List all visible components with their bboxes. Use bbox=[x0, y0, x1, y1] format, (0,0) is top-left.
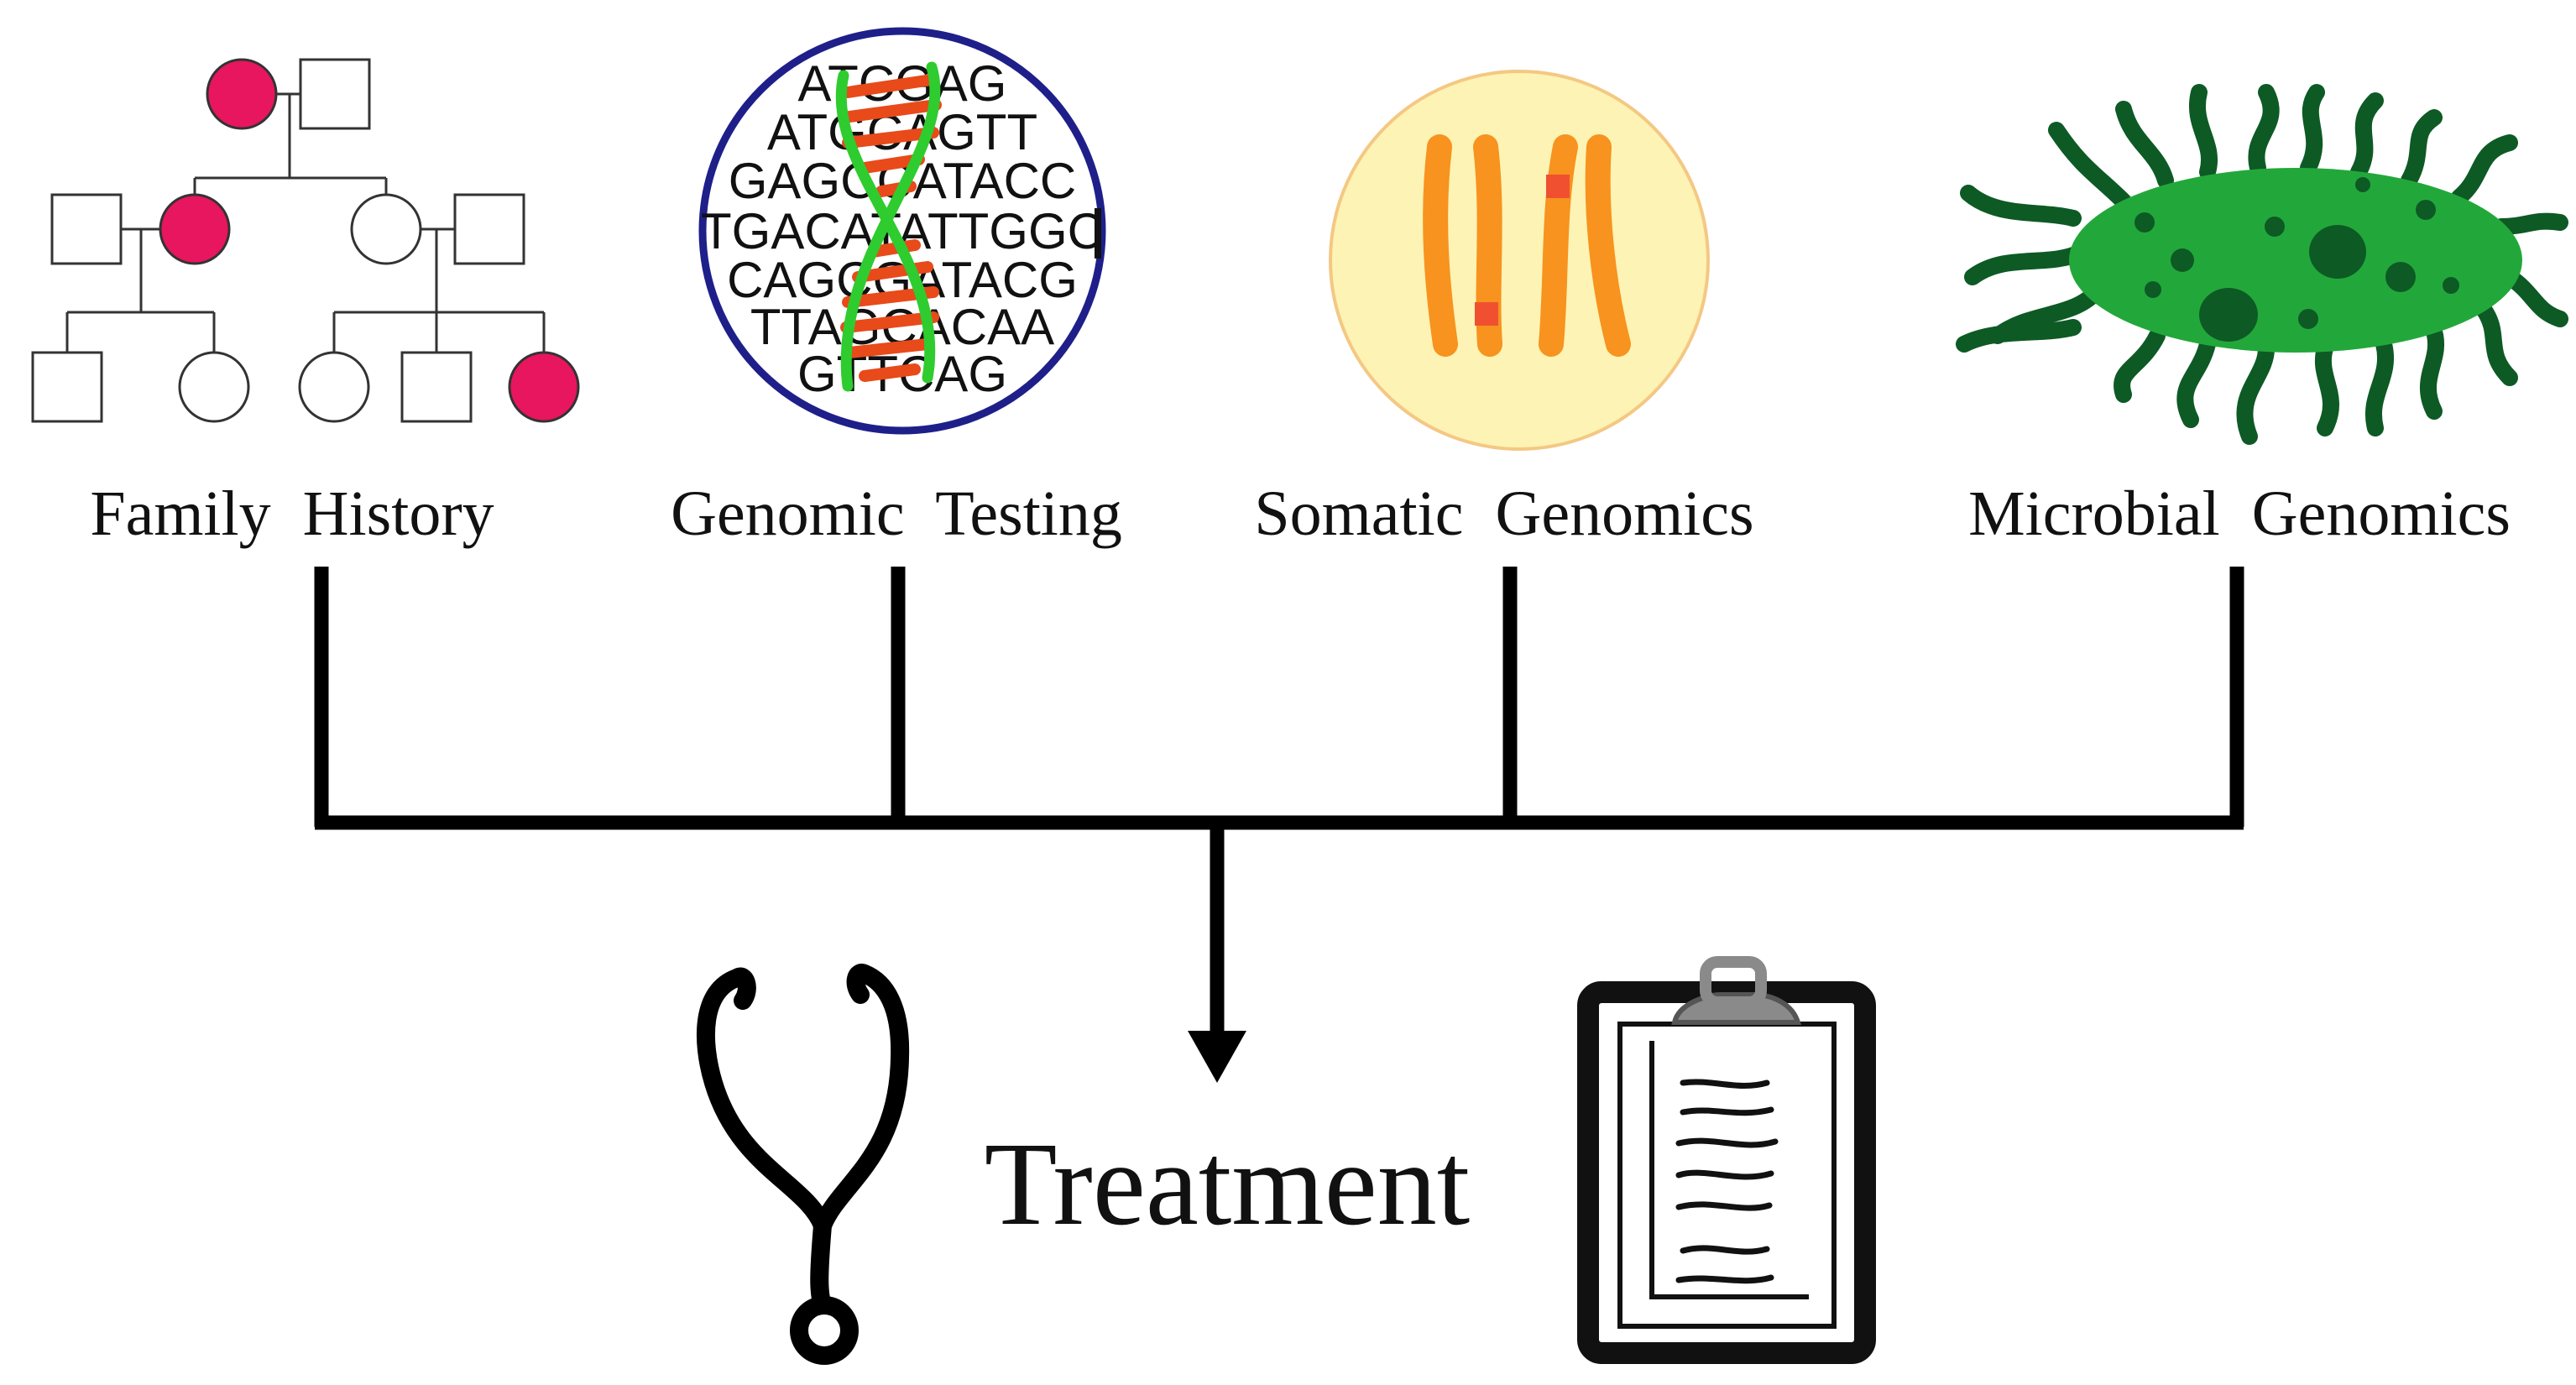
label-genomic-testing: Genomic Testing bbox=[671, 478, 1122, 549]
dna-sequence-icon: ATCGAG ATGCAGTT GAGCCATACC TGACATATTGGC … bbox=[698, 27, 1106, 435]
dna-helix bbox=[835, 61, 942, 392]
connector-tree bbox=[314, 567, 2244, 1032]
pedigree-male bbox=[50, 193, 123, 265]
bacterium-body bbox=[2069, 168, 2522, 353]
cell bbox=[1329, 70, 1710, 451]
pedigree-female bbox=[178, 351, 250, 423]
arrow-down-icon bbox=[1188, 1031, 1246, 1083]
pedigree-affected-female bbox=[159, 193, 231, 265]
bacterium-spots bbox=[2134, 177, 2459, 342]
treatment-label: Treatment bbox=[985, 1117, 1470, 1250]
pedigree-female bbox=[298, 351, 370, 423]
bacterium-icon bbox=[1956, 84, 2568, 445]
chromosome-band bbox=[1546, 175, 1570, 198]
stethoscope-icon bbox=[696, 964, 910, 1365]
pedigree-male bbox=[400, 351, 473, 423]
pedigree-affected-female bbox=[508, 351, 580, 423]
label-somatic-genomics: Somatic Genomics bbox=[1254, 478, 1753, 549]
chromosome-cell-icon bbox=[1329, 70, 1710, 451]
bacterium-flagella bbox=[1956, 84, 2568, 445]
label-microbial-genomics: Microbial Genomics bbox=[1968, 478, 2511, 549]
pedigree-affected-female bbox=[206, 58, 278, 130]
pedigree-male bbox=[31, 351, 103, 423]
clipboard-icon bbox=[1577, 956, 1876, 1364]
chromosome-band bbox=[1475, 302, 1498, 326]
pedigree-female bbox=[350, 193, 422, 265]
pedigree-chart-icon bbox=[31, 58, 580, 423]
pedigree-male bbox=[299, 58, 371, 130]
label-family-history: Family History bbox=[90, 478, 494, 549]
pedigree-male bbox=[453, 193, 525, 265]
